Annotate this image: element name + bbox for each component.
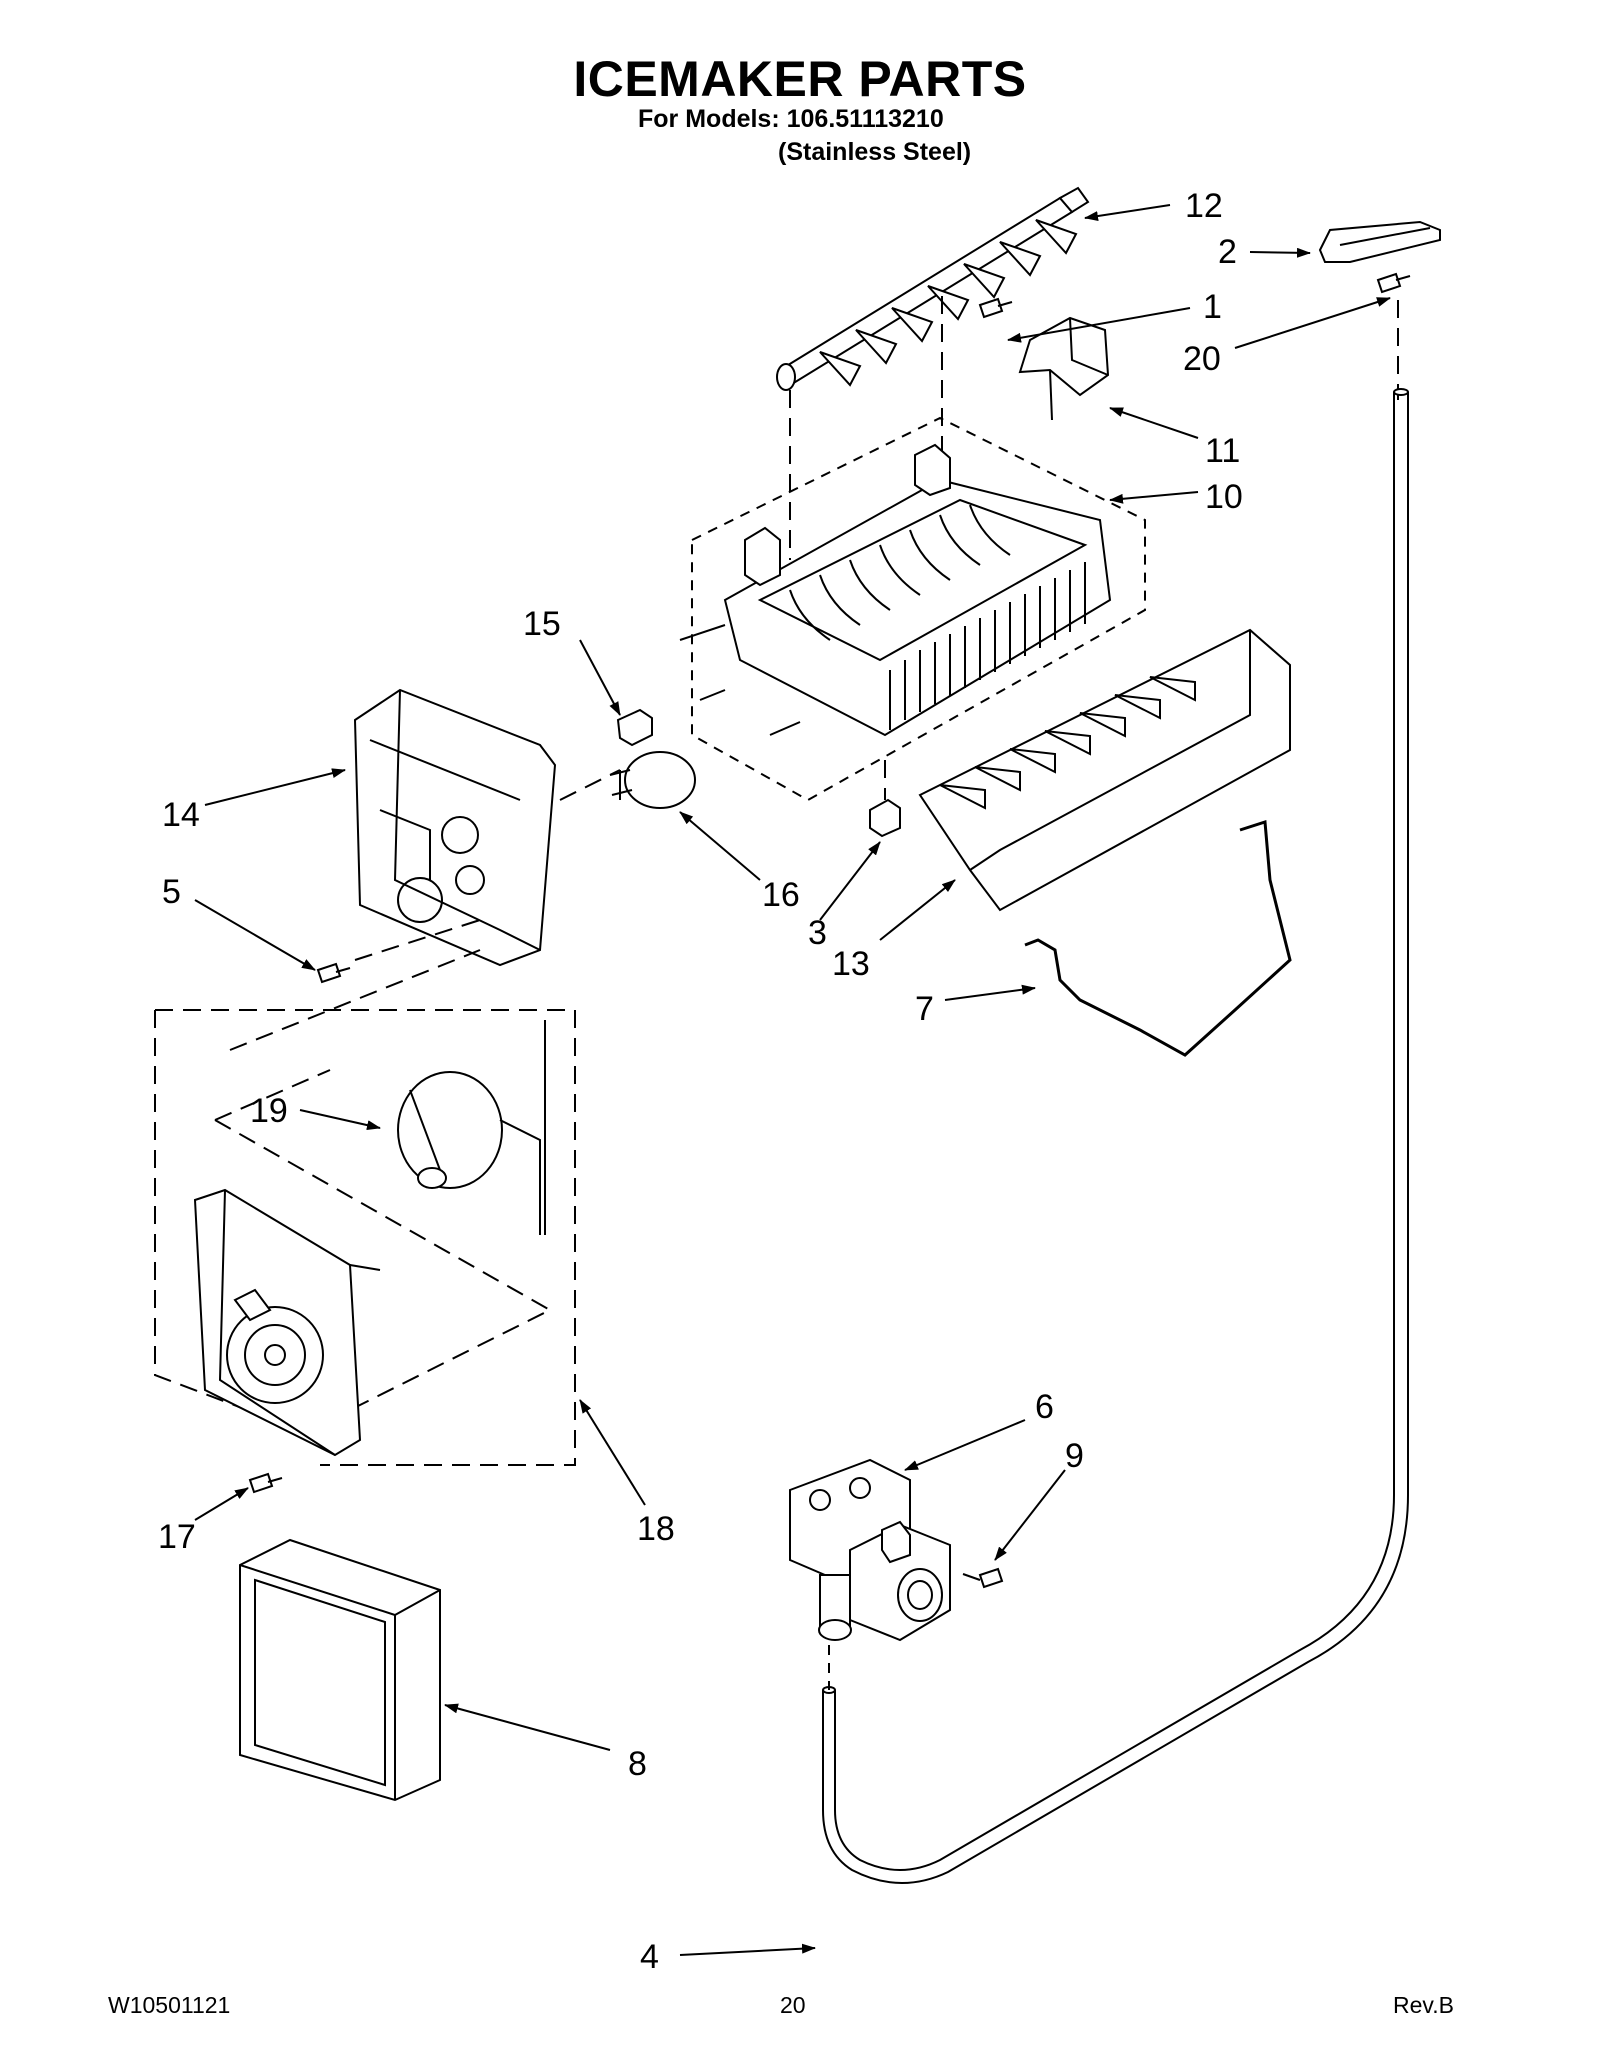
- part-6-water-valve: [789, 1458, 951, 1642]
- callout-6: 6: [1035, 1388, 1054, 1426]
- part-18-module: [193, 1188, 381, 1457]
- part-7-bail-arm: [1024, 819, 1292, 1057]
- part-13-stripper: [918, 628, 1291, 912]
- callout-5: 5: [162, 873, 181, 911]
- callout-20: 20: [1183, 340, 1221, 378]
- callout-11: 11: [1205, 432, 1240, 470]
- part-3-clip: [869, 798, 901, 838]
- doc-number: W10501121: [108, 1992, 231, 2018]
- callout-3: 3: [808, 914, 827, 952]
- callout-12: 12: [1185, 187, 1223, 225]
- part-20-screw: [1376, 272, 1411, 294]
- models-line: For Models: 106.51113210: [638, 105, 944, 133]
- callout-15: 15: [523, 605, 561, 643]
- part-11-cover: [1018, 316, 1110, 421]
- part-8-cover: [239, 1538, 441, 1802]
- callout-14: 14: [162, 796, 200, 834]
- part-1-screw: [978, 297, 1013, 319]
- callout-7: 7: [915, 990, 934, 1028]
- part-12-ejector: [776, 186, 1090, 391]
- part-19-motor: [397, 1020, 546, 1235]
- callout-16: 16: [762, 876, 800, 914]
- callout-18: 18: [637, 1510, 675, 1548]
- revision: Rev.B: [1393, 1992, 1454, 2018]
- finish-line: (Stainless Steel): [778, 138, 972, 166]
- part-9-screw: [962, 1567, 1004, 1589]
- callout-9: 9: [1065, 1437, 1084, 1475]
- callout-10: 10: [1205, 478, 1243, 516]
- callout-17: 17: [158, 1518, 196, 1556]
- callout-13: 13: [832, 945, 870, 983]
- part-10-boundary: [691, 416, 1146, 802]
- callout-19: 19: [250, 1092, 288, 1130]
- page-number: 20: [780, 1992, 806, 2018]
- page-title: ICEMAKER PARTS: [573, 51, 1027, 107]
- callout-2: 2: [1218, 233, 1237, 271]
- part-14-housing: [353, 688, 557, 967]
- part-15-clip: [616, 708, 653, 747]
- part-10-mold: [679, 443, 1112, 737]
- part-5-screw: [316, 962, 351, 984]
- part-2-bracket: [1318, 220, 1441, 263]
- callout-4: 4: [640, 1938, 659, 1976]
- leader-lines: [194, 204, 1391, 1956]
- part-18-boundary: [155, 1009, 576, 1466]
- part-17-screw: [248, 1472, 283, 1494]
- model-info: For Models: 106.51113210 (Stainless Stee…: [638, 103, 971, 169]
- callout-1: 1: [1203, 288, 1222, 326]
- part-16-thermostat: [609, 751, 696, 809]
- callout-8: 8: [628, 1745, 647, 1783]
